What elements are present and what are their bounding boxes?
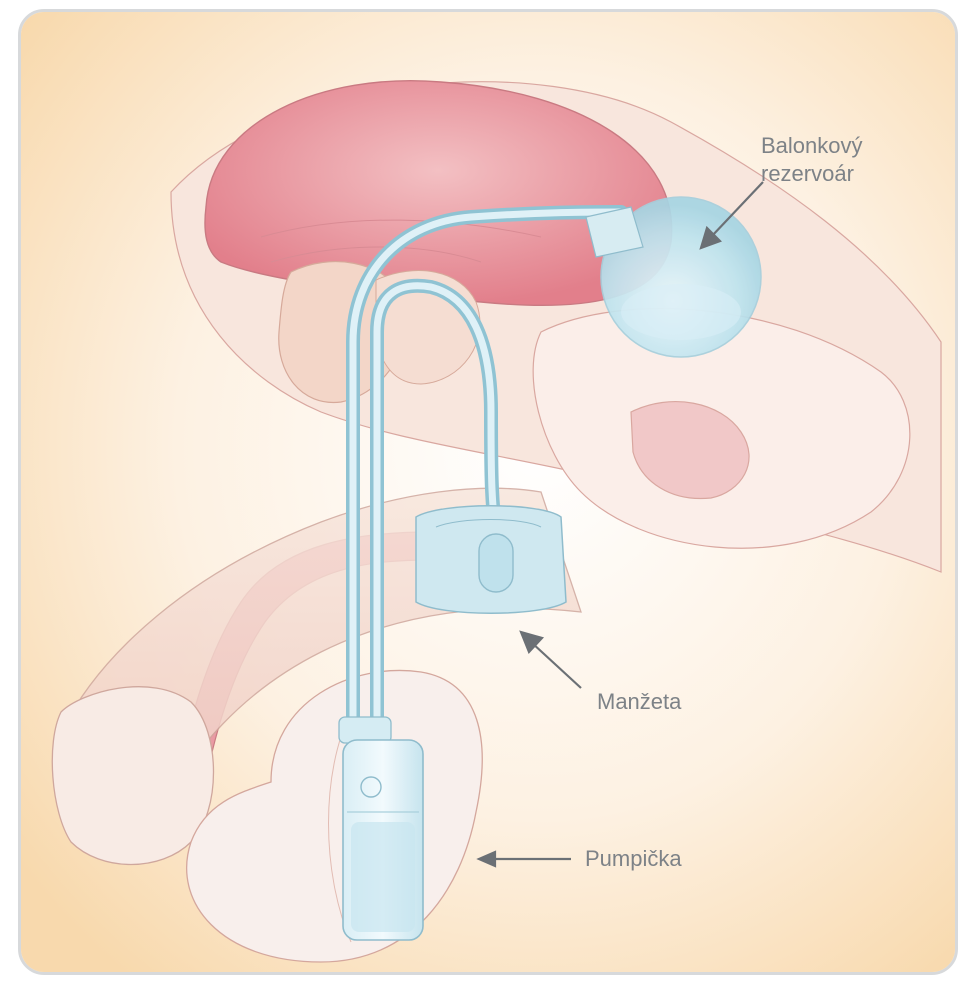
illustration-frame: Balonkový rezervoár Manžeta Pumpička xyxy=(18,9,958,975)
reservoir-label-line1: Balonkový xyxy=(761,132,863,160)
pump-label: Pumpička xyxy=(585,845,682,873)
glans xyxy=(52,687,213,865)
reservoir-label-line2: rezervoár xyxy=(761,160,863,188)
cuff xyxy=(416,506,566,614)
cuff-label: Manžeta xyxy=(597,688,681,716)
pump xyxy=(339,717,423,940)
reservoir-label: Balonkový rezervoár xyxy=(761,132,863,188)
